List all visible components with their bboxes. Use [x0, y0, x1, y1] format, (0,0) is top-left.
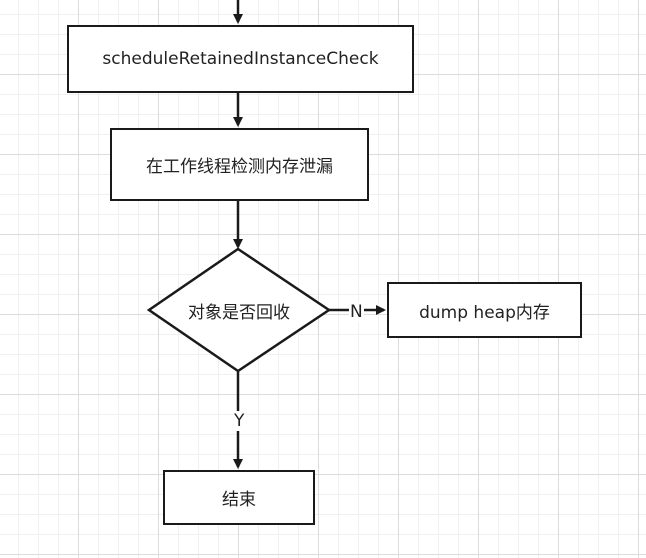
node-worker-label: 在工作线程检测内存泄漏	[146, 157, 333, 177]
node-end: 结束	[163, 470, 315, 525]
decision-label: 对象是否回收	[188, 302, 290, 323]
node-end-label: 结束	[222, 490, 256, 510]
node-schedule-retained-instance-check: scheduleRetainedInstanceCheck	[67, 25, 414, 93]
node-dump-label: dump heap内存	[419, 302, 550, 323]
node-dump-heap: dump heap内存	[387, 282, 582, 338]
node-detect-leak-worker-thread: 在工作线程检测内存泄漏	[110, 128, 369, 201]
decision-label-container: 对象是否回收	[149, 288, 329, 332]
edge-label-yes: Y	[233, 411, 246, 431]
node-schedule-label: scheduleRetainedInstanceCheck	[102, 49, 379, 69]
edge-label-no: N	[349, 302, 364, 322]
